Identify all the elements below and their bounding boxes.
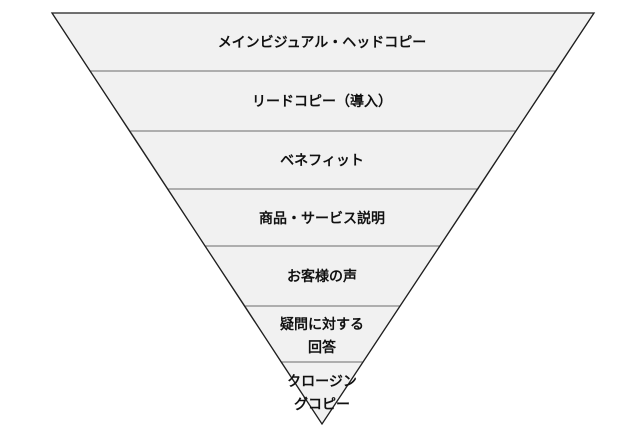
funnel-label-main-visual-head-copy: メインビジュアル・ヘッドコピー	[218, 34, 427, 50]
funnel-label-lead-copy: リードコピー（導入）	[252, 93, 392, 109]
funnel-labels: メインビジュアル・ヘッドコピー リードコピー（導入） ベネフィット 商品・サービ…	[218, 34, 427, 412]
funnel-label-closing-copy-line1: クロージン	[287, 373, 357, 389]
funnel-label-product-service-description: 商品・サービス説明	[259, 210, 385, 226]
funnel-label-benefit: ベネフィット	[280, 152, 364, 168]
funnel-outline	[50, 12, 596, 426]
funnel-label-closing-copy-line2: グコピー	[294, 396, 350, 412]
funnel-label-customer-voices: お客様の声	[287, 268, 357, 284]
funnel-band-closing-copy	[280, 361, 364, 425]
funnel-label-answers-to-questions-line2: 回答	[308, 339, 337, 355]
funnel-bands	[51, 12, 595, 425]
funnel-label-answers-to-questions-line1: 疑問に対する	[280, 316, 364, 332]
